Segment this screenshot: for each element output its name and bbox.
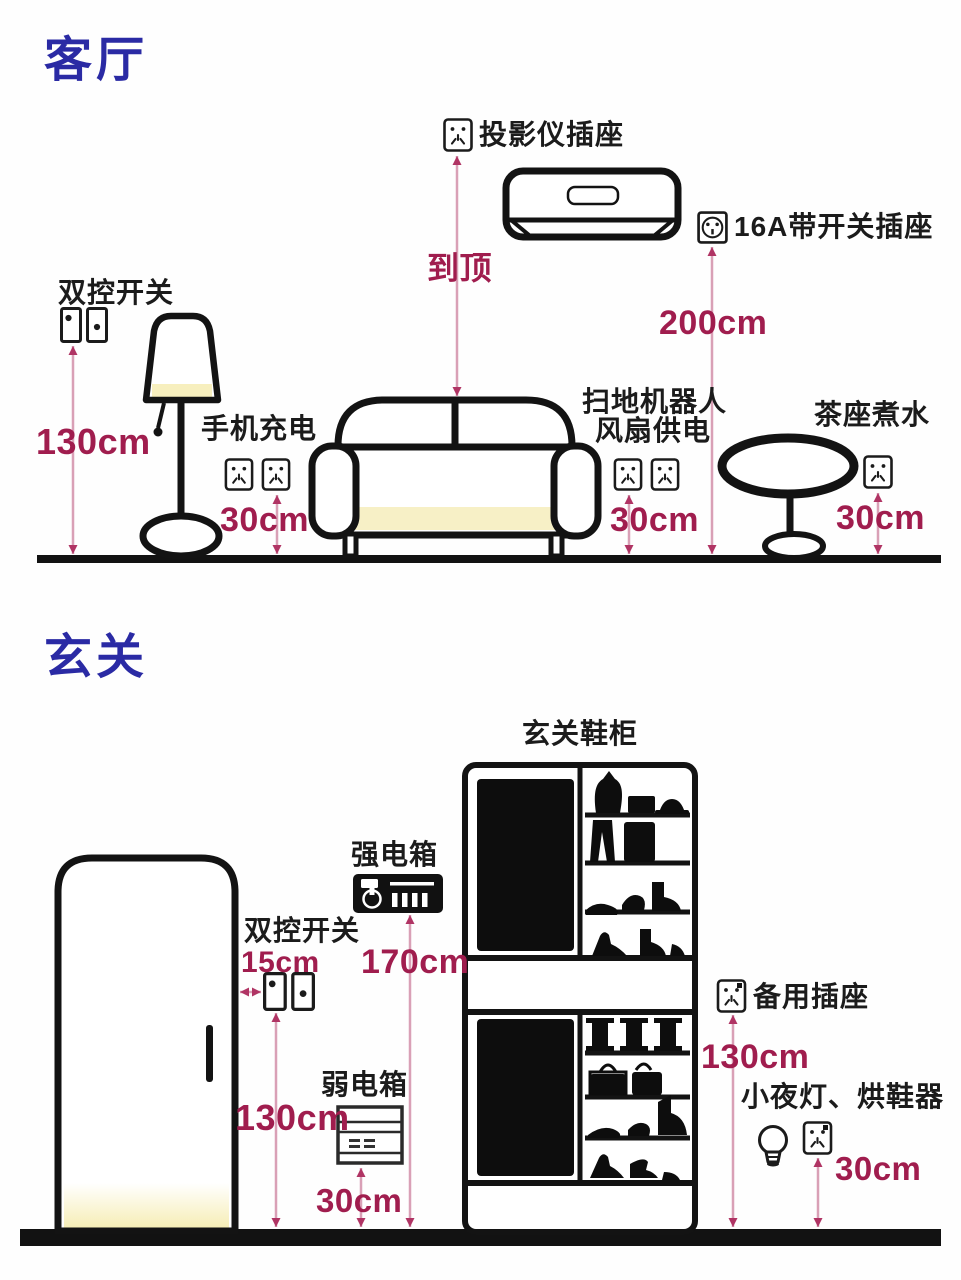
projector-socket-label: 投影仪插座 [479, 119, 625, 150]
measure-arrow-130cm-switch [271, 1013, 281, 1227]
measure-arrow-170cm [405, 915, 415, 1227]
phone-charging-label: 手机充电 [201, 413, 318, 444]
measure-30cm-weak: 30cm [316, 1182, 403, 1219]
tea-socket-icon [863, 455, 893, 489]
measure-130cm-switch: 130cm [235, 1097, 350, 1138]
shoe-cabinet-label: 玄关鞋柜 [522, 718, 639, 749]
measure-arrow-30cm-weak [356, 1168, 366, 1227]
measure-arrow-30cm-robot [624, 495, 634, 554]
strong-box-label: 强电箱 [351, 839, 439, 870]
measure-arrow-130cm-living [68, 346, 78, 554]
measure-arrow-to-ceiling [452, 156, 462, 396]
weak-box-label: 弱电箱 [321, 1069, 409, 1100]
measure-130cm-living: 130cm [36, 421, 151, 462]
double-switch-icon-living [60, 307, 108, 343]
robot-vacuum-label: 扫地机器人 [582, 386, 728, 417]
measure-30cm-phone: 30cm [220, 501, 309, 539]
measure-30cm-robot: 30cm [610, 501, 699, 539]
night-socket-indicator-dot [823, 1125, 828, 1130]
measure-arrow-15cm [240, 987, 261, 997]
measure-arrow-200cm [707, 247, 717, 554]
tea-table-label: 茶座煮水 [814, 399, 931, 430]
measure-arrow-30cm-tea [873, 493, 883, 554]
double-switch-label-living: 双控开关 [58, 277, 175, 308]
measure-arrow-30cm-phone [272, 495, 282, 554]
sofa-drawing [308, 396, 602, 559]
living-room-title: 客厅 [44, 34, 149, 87]
floor-lamp-drawing [139, 312, 223, 560]
clothes-shoes-silhouettes-top [586, 771, 689, 956]
measure-30cm-tea: 30cm [836, 499, 925, 537]
night-light-shoe-dryer-label: 小夜灯、烘鞋器 [741, 1081, 945, 1112]
double-switch-label-entry: 双控开关 [244, 915, 361, 946]
measure-30cm-night: 30cm [835, 1150, 922, 1187]
living-room-floor-line [37, 555, 941, 563]
clothes-shoes-silhouettes-bottom [586, 1018, 687, 1180]
robot-socket-icon-2 [650, 458, 680, 491]
robot-socket-icon-1 [613, 458, 643, 491]
entryway-floor-line [20, 1229, 941, 1246]
measure-arrow-30cm-night [813, 1158, 823, 1227]
to-ceiling-measure: 到顶 [427, 250, 493, 286]
phone-socket-icon-1 [224, 458, 254, 491]
measure-15cm: 15cm [241, 946, 320, 979]
projector-socket-icon [443, 118, 473, 152]
spare-socket-indicator-dot [737, 983, 742, 988]
shoe-cabinet-drawing [462, 762, 698, 1235]
measure-arrow-130cm-spare [728, 1015, 738, 1227]
door-drawing [54, 854, 239, 1235]
night-light-icon [758, 1125, 788, 1167]
air-conditioner-drawing [502, 167, 682, 241]
spare-socket-label: 备用插座 [753, 981, 870, 1012]
socket-16a-icon [697, 211, 728, 244]
fan-power-label: 风扇供电 [595, 415, 712, 446]
side-table-drawing [717, 433, 859, 561]
entryway-title: 玄关 [44, 631, 149, 684]
weak-electric-box-icon [336, 1105, 404, 1165]
measure-130cm-spare: 130cm [701, 1038, 810, 1076]
socket-16a-label: 16A带开关插座 [734, 211, 934, 242]
phone-socket-icon-2 [261, 458, 291, 491]
strong-electric-box-icon [353, 874, 443, 913]
measure-200cm: 200cm [659, 304, 768, 342]
measure-170cm: 170cm [361, 943, 470, 981]
